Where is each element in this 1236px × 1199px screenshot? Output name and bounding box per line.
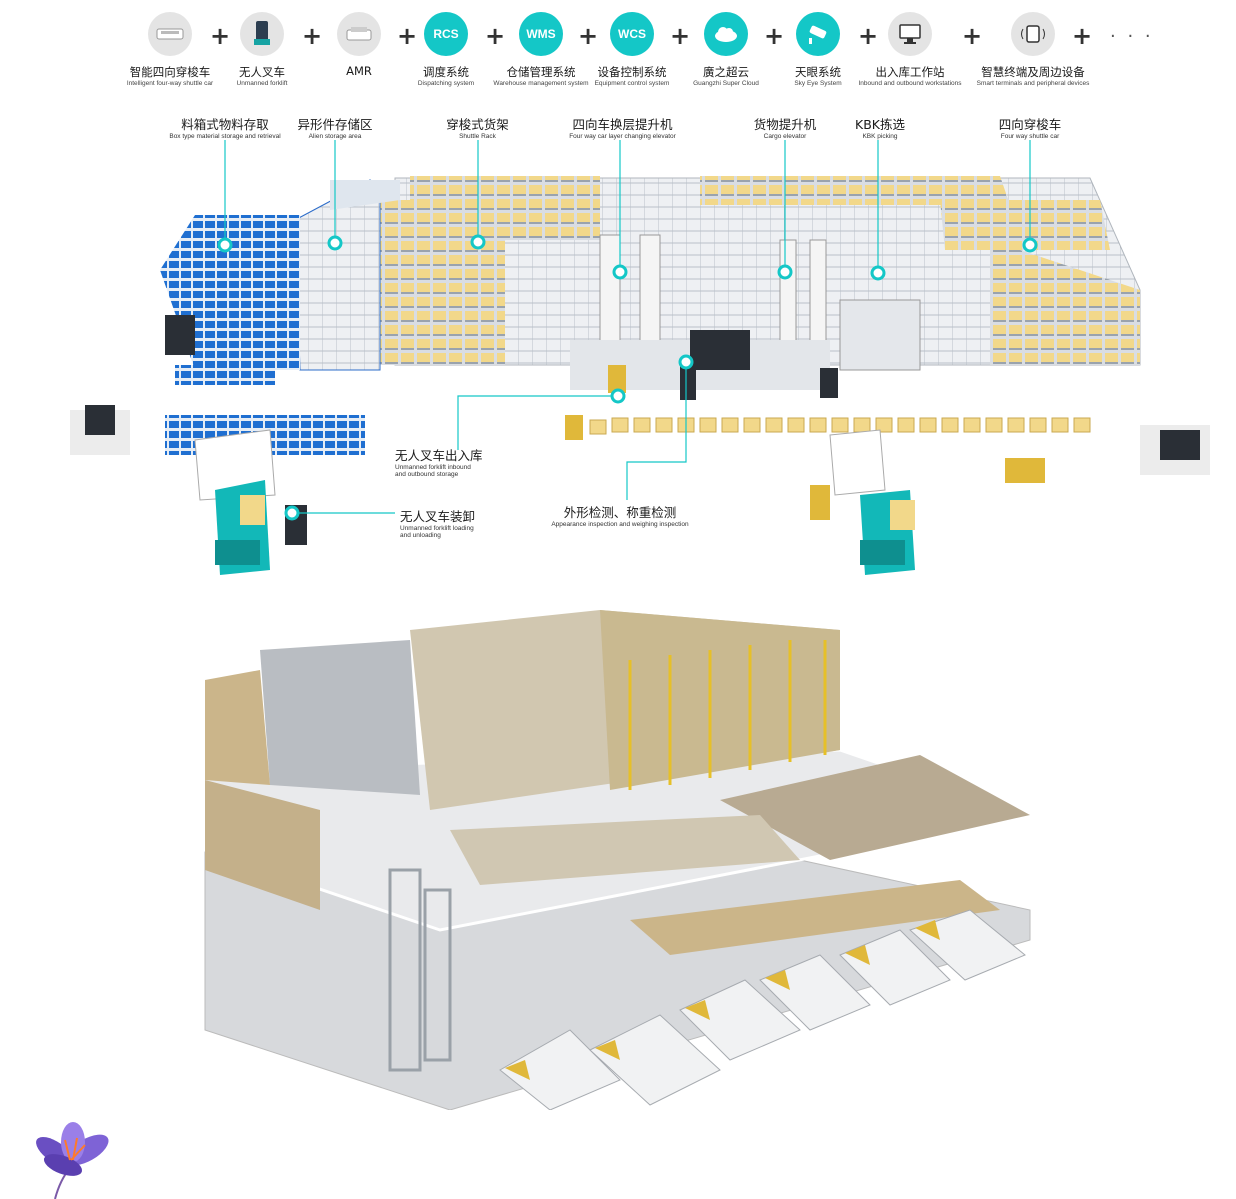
system-label-en: Inbound and outbound workstations [858,80,962,87]
wcs-badge: WCS [610,12,654,56]
label-en: Box type material storage and retrieval [169,133,281,140]
label-en: Shuttle Rack [459,133,496,140]
system-label-zh: 出入库工作站 [875,65,945,79]
system-bar: 智能四向穿梭车 Intelligent four-way shuttle car… [0,0,1236,100]
label-en: Four way shuttle car [1000,133,1060,140]
label-en: Unmanned forklift inbound [395,464,471,471]
plus-sign: + [397,22,418,50]
system-label-zh: 智慧终端及周边设备 [981,65,1085,79]
label-en: Cargo elevator [763,133,807,140]
workstation-icon [888,12,932,56]
label-zh: 料箱式物料存取 [181,117,269,132]
system-label-en: Smart terminals and peripheral devices [976,80,1090,87]
system-label-zh: 调度系统 [423,65,469,79]
plus-sign: + [962,22,983,50]
system-workstation[interactable]: 出入库工作站 Inbound and outbound workstations [850,12,970,87]
plus-sign: + [485,22,506,50]
forklift-icon [240,12,284,56]
amr-icon [337,12,381,56]
plus-sign: + [670,22,691,50]
label-en: KBK picking [862,133,898,140]
label-forklift-inout: 无人叉车出入库 Unmanned forklift inbound and ou… [395,445,483,478]
label-en: Unmanned forklift loading [400,525,474,532]
label-layer-elevator: 四向车换层提升机 Four way car layer changing ele… [555,114,690,140]
system-label-zh: 无人叉车 [239,65,285,79]
wms-badge: WMS [519,12,563,56]
system-amr[interactable]: AMR [299,12,419,78]
label-kbk-picking: KBK拣选 KBK picking [835,114,925,140]
warehouse-diagram: 料箱式物料存取 Box type material storage and re… [0,100,1236,600]
system-label-en: Unmanned forklift [236,80,288,87]
system-smart-terminal[interactable]: 智慧终端及周边设备 Smart terminals and peripheral… [973,12,1093,87]
label-zh: 外形检测、称重检测 [563,505,677,520]
plus-sign: + [302,22,323,50]
system-label-en: Warehouse management system [493,80,589,87]
plus-sign: + [764,22,785,50]
system-wcs[interactable]: WCS 设备控制系统 Equipment control system [572,12,692,87]
shuttle-car-icon [148,12,192,56]
plus-sign: + [210,22,231,50]
label-en: and outbound storage [395,471,459,478]
system-label-zh: AMR [346,64,372,78]
label-inspection: 外形检测、称重检测 Appearance inspection and weig… [530,502,710,528]
label-en: Alien storage area [308,133,362,140]
system-label-zh: 仓储管理系统 [506,65,576,79]
label-zh: 四向车换层提升机 [572,117,673,132]
label-en: Four way car layer changing elevator [569,133,676,140]
plus-sign: + [1072,22,1093,50]
terminal-icon [1011,12,1055,56]
camera-icon [796,12,840,56]
rcs-badge: RCS [424,12,468,56]
system-super-cloud[interactable]: 廣之超云 Guangzhi Super Cloud [666,12,786,87]
label-forklift-loading: 无人叉车装卸 Unmanned forklift loading and unl… [400,506,475,539]
system-label-en: Guangzhi Super Cloud [693,80,759,87]
system-label-zh: 设备控制系统 [597,65,667,79]
ellipsis: · · · [1110,26,1154,47]
system-shuttle-car[interactable]: 智能四向穿梭车 Intelligent four-way shuttle car [110,12,230,87]
system-label-en: Equipment control system [594,80,670,87]
system-forklift[interactable]: 无人叉车 Unmanned forklift [202,12,322,87]
system-label-en: Dispatching system [417,80,475,87]
label-en: Appearance inspection and weighing inspe… [551,521,689,528]
label-zh: 无人叉车装卸 [400,509,476,524]
system-label-en: Intelligent four-way shuttle car [126,80,214,87]
system-label-zh: 廣之超云 [703,65,749,79]
label-zh: 四向穿梭车 [998,117,1062,132]
cloud-icon [704,12,748,56]
label-cargo-elevator: 货物提升机 Cargo elevator [735,114,835,140]
plus-sign: + [578,22,599,50]
system-label-en: Sky Eye System [794,80,842,87]
label-box-storage: 料箱式物料存取 Box type material storage and re… [150,114,300,140]
label-zh: KBK拣选 [855,117,905,132]
flower-icon [36,1122,109,1199]
system-sky-eye[interactable]: 天眼系统 Sky Eye System [758,12,878,87]
label-zh: 异形件存储区 [297,117,373,132]
label-zh: 穿梭式货架 [446,117,509,132]
label-shuttle-rack: 穿梭式货架 Shuttle Rack [425,114,530,140]
truck-left [194,429,276,575]
label-zh: 无人叉车出入库 [395,448,483,463]
warehouse-render-illustration [203,610,1036,1111]
system-label-zh: 智能四向穿梭车 [129,65,211,79]
label-zh: 货物提升机 [753,117,817,132]
warehouse-illustration [70,140,1210,575]
label-alien-storage: 异形件存储区 Alien storage area [280,114,390,140]
plus-sign: + [858,22,879,50]
system-label-zh: 天眼系统 [795,65,841,79]
label-four-way-shuttle: 四向穿梭车 Four way shuttle car [980,114,1080,140]
warehouse-3d-render [200,610,1040,1111]
truck-right [829,429,915,575]
system-wms[interactable]: WMS 仓储管理系统 Warehouse management system [481,12,601,87]
system-rcs[interactable]: RCS 调度系统 Dispatching system [386,12,506,87]
label-en: and unloading [400,532,441,539]
